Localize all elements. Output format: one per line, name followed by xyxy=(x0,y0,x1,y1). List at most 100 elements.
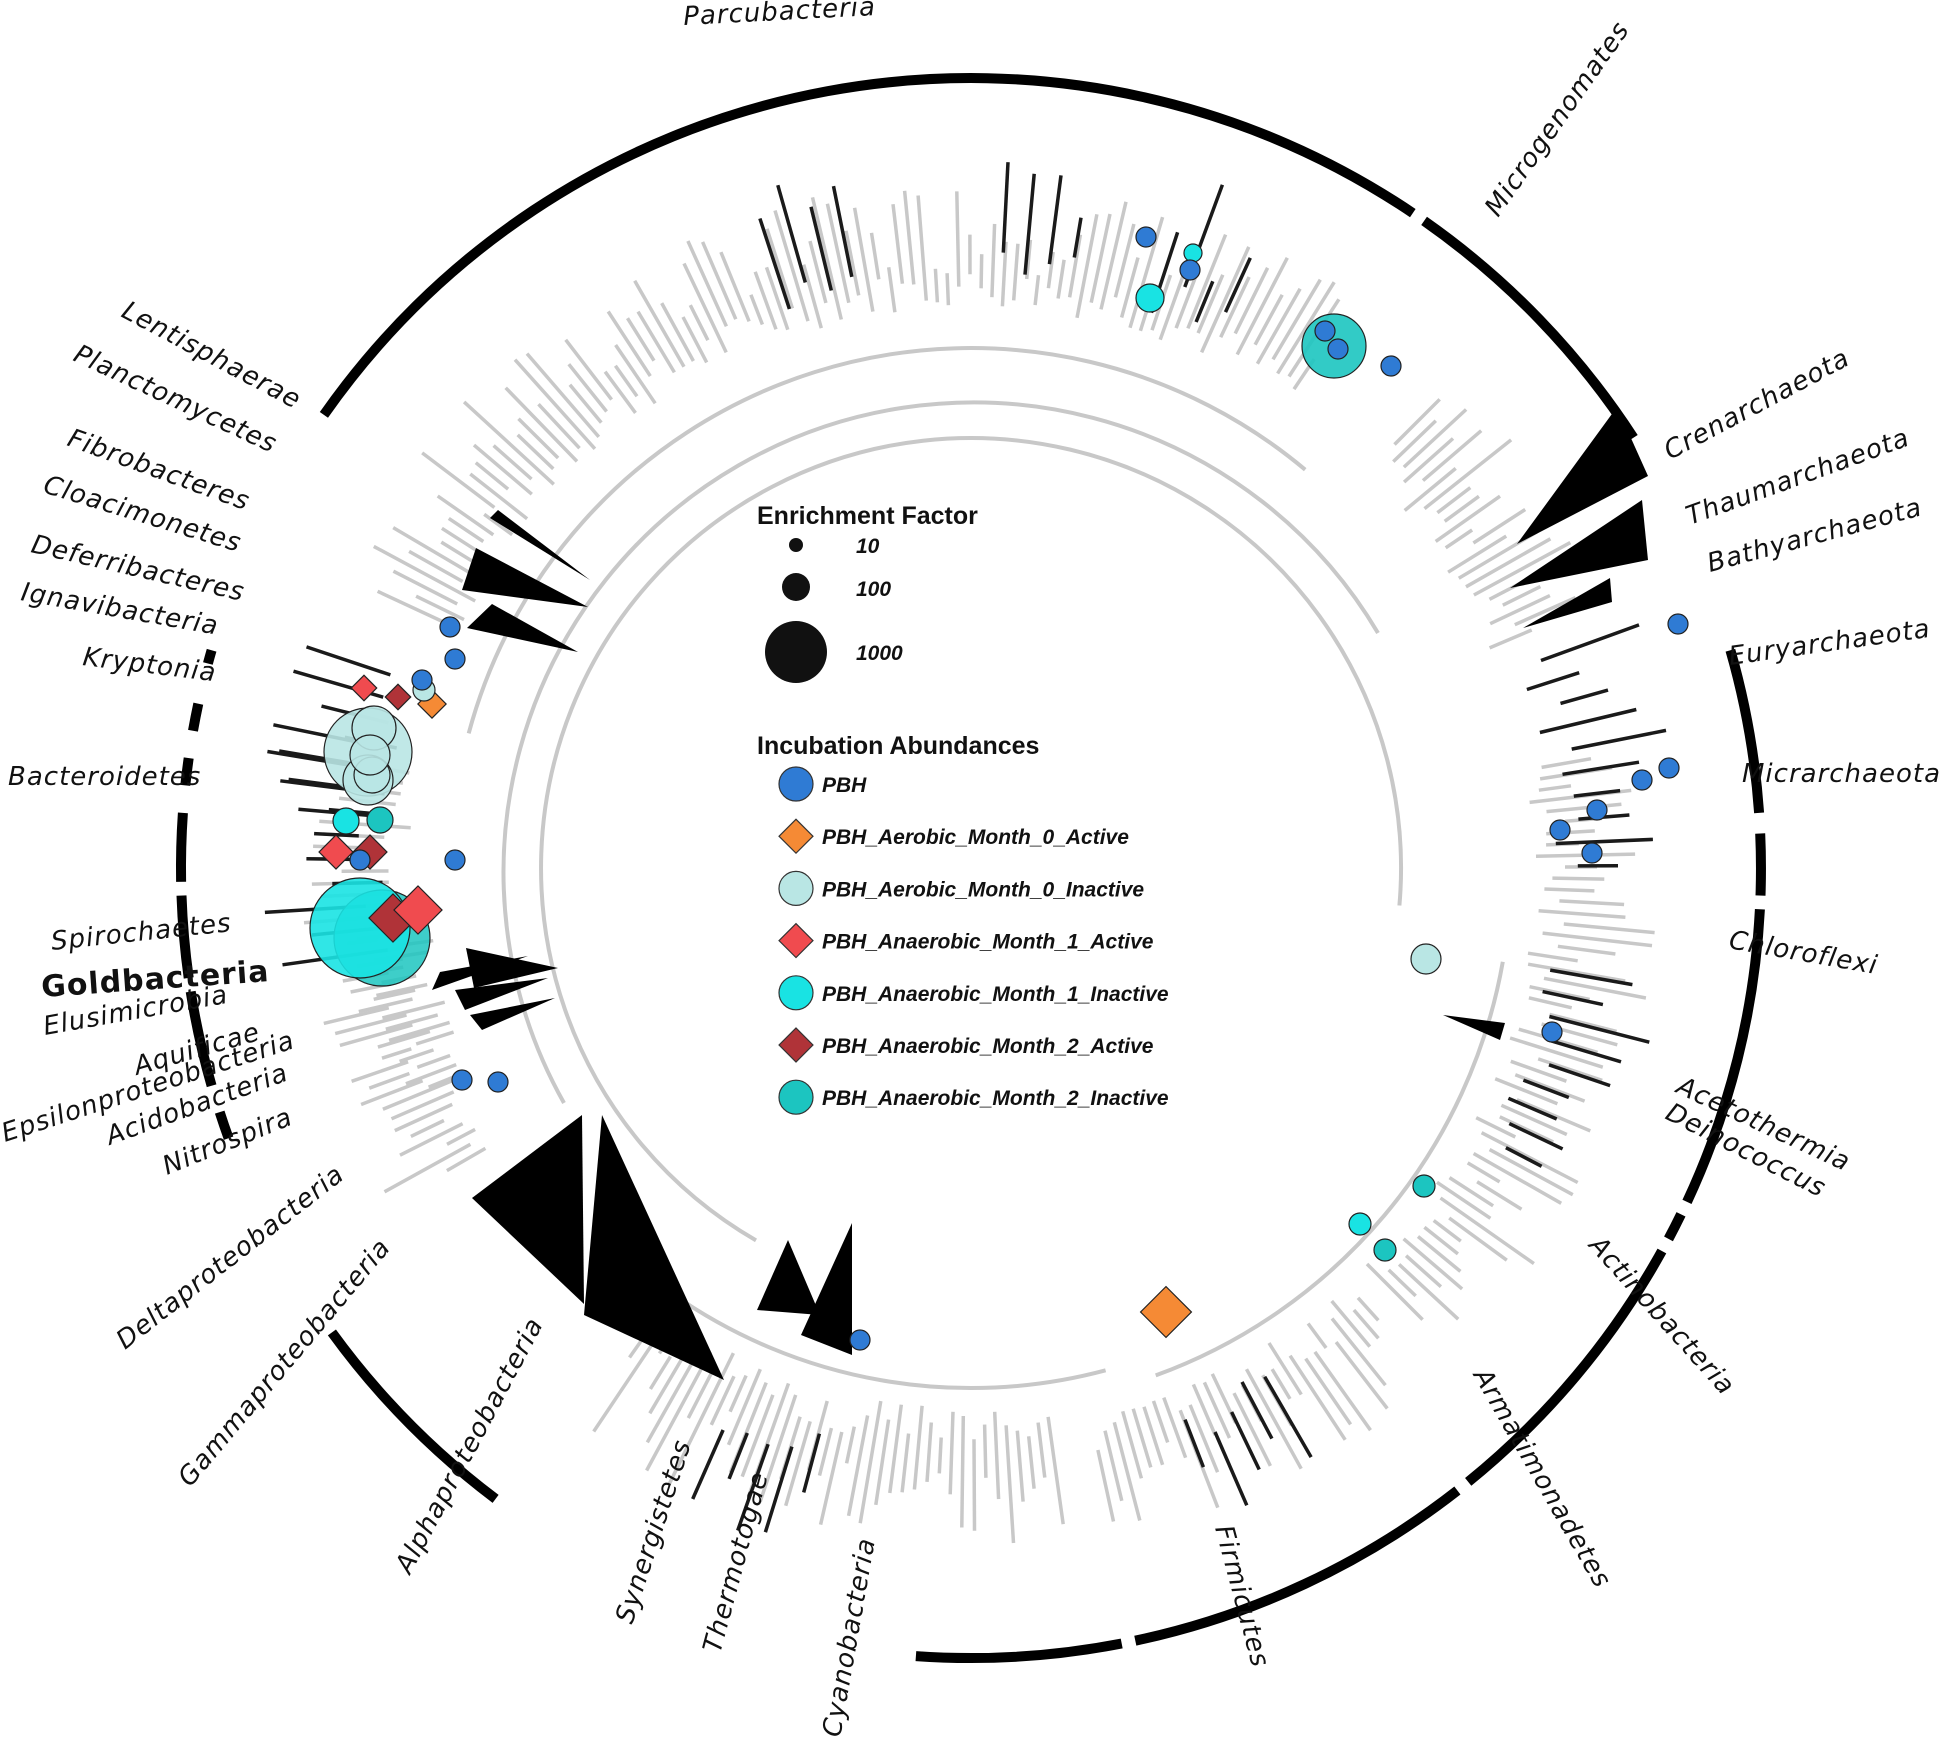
tree-branch xyxy=(886,267,897,313)
tree-branch xyxy=(1000,241,1008,307)
tree-branch xyxy=(1402,1237,1464,1291)
tree-branch xyxy=(377,1029,431,1049)
tree-branch xyxy=(1518,1027,1599,1055)
tree-branch xyxy=(564,338,613,401)
abundance-marker-incubation xyxy=(1412,1174,1436,1198)
tree-branch xyxy=(1514,1073,1586,1103)
tree-branch xyxy=(1529,984,1590,1002)
tree-branch xyxy=(1131,1408,1153,1468)
tree-branch xyxy=(1387,1268,1417,1298)
abundance-marker-incubation xyxy=(1135,283,1165,313)
abundance-marker-diamond xyxy=(1139,1285,1193,1339)
tree-branch xyxy=(567,363,608,413)
clade-range-arc xyxy=(1755,833,1766,896)
clade-range-arc xyxy=(1725,648,1765,814)
tree-branch xyxy=(1397,1263,1460,1321)
highlighted-branch xyxy=(727,1432,749,1480)
tree-branch xyxy=(818,1431,844,1525)
tree-branch xyxy=(749,294,765,326)
tree-branch xyxy=(1443,494,1480,523)
tree-branch xyxy=(339,1023,413,1048)
tree-branch xyxy=(753,271,778,330)
tree-branch xyxy=(1472,508,1527,545)
tree-branch xyxy=(1421,429,1483,482)
tree-branch xyxy=(626,317,656,362)
tree-branch xyxy=(912,1405,924,1490)
tree-branch xyxy=(1546,802,1622,814)
tree-branch xyxy=(376,589,447,625)
tree-branch xyxy=(1404,1254,1443,1289)
tree-branch xyxy=(982,1424,988,1478)
abundance-marker-pbh xyxy=(1658,757,1680,779)
tree-branch xyxy=(516,433,555,471)
tree-branch xyxy=(1472,1151,1563,1205)
abundance-marker-incubation xyxy=(1183,243,1203,263)
tree-branch xyxy=(925,1422,934,1483)
clade-range-arc xyxy=(1664,1212,1686,1242)
highlighted-branch xyxy=(1562,760,1640,777)
tree-branch xyxy=(1099,201,1128,310)
tree-branch xyxy=(513,358,597,450)
tree-branch xyxy=(446,1146,487,1173)
tree-branch xyxy=(1253,293,1284,346)
highlighted-branch xyxy=(1507,1096,1558,1121)
tree-branch xyxy=(1448,1176,1495,1208)
clade-label-micrarchaeota: Micrarchaeota xyxy=(1742,759,1941,789)
highlighted-branch xyxy=(1560,688,1609,706)
collapsed-clade-triangle xyxy=(466,948,558,988)
legend-swatch-pbh-anaerobic-month-1-inactive xyxy=(778,975,814,1011)
tree-branch xyxy=(955,191,961,287)
tree-branch xyxy=(1416,1235,1462,1273)
collapsed-clade-triangle xyxy=(757,1240,820,1315)
tree-branch xyxy=(888,1404,904,1494)
legend-swatch-pbh-anaerobic-month-2-inactive xyxy=(778,1079,814,1115)
clade-label-crenarchaeota: Crenarchaeota xyxy=(1659,343,1855,466)
tree-branch xyxy=(1004,1425,1016,1544)
tree-branch xyxy=(1276,281,1336,375)
tree-branch xyxy=(1448,1216,1508,1262)
tree-branch xyxy=(709,1375,736,1426)
tree-branch xyxy=(1024,239,1033,280)
tree-branch xyxy=(1434,494,1502,543)
tree-branch xyxy=(1142,1406,1165,1466)
abundance-marker-pbh xyxy=(1179,259,1201,281)
abundance-markers xyxy=(309,226,1689,1351)
tree-branch xyxy=(1202,1381,1232,1439)
tree-branch xyxy=(1046,1416,1065,1525)
tree-branch xyxy=(874,1419,891,1506)
tree-branch xyxy=(1089,213,1112,303)
collapsed-clade-triangle xyxy=(472,1115,584,1304)
tree-branch xyxy=(1393,398,1441,446)
abundance-marker-pbh xyxy=(1586,799,1608,821)
tree-branch xyxy=(852,207,875,312)
tree-branch xyxy=(1527,962,1626,983)
tree-branch xyxy=(613,364,639,398)
legend-swatch-pbh-anaerobic-month-2-active xyxy=(778,1027,814,1063)
tree-branch xyxy=(1112,1421,1142,1521)
tree-branch xyxy=(351,1060,409,1083)
tree-branch xyxy=(415,594,465,622)
tree-branch xyxy=(504,386,579,463)
tree-branch xyxy=(1267,1342,1303,1396)
tree-branch xyxy=(606,310,652,378)
highlighted-branch xyxy=(691,1429,725,1500)
abundance-marker-pbh xyxy=(1667,613,1689,635)
tree-branch xyxy=(900,1433,911,1493)
tree-branch xyxy=(1334,1341,1389,1410)
clade-range-arc xyxy=(1682,909,1765,1205)
tree-branch xyxy=(933,268,940,303)
tree-branch xyxy=(421,451,496,509)
legend-label-pbh-anaerobic-month-2-active: PBH_Anaerobic_Month_2_Active xyxy=(822,1035,1154,1058)
tree-branch xyxy=(817,1427,834,1477)
clade-range-arc xyxy=(214,1110,234,1140)
tree-branch xyxy=(1476,1180,1523,1211)
tree-branch xyxy=(681,316,709,364)
tree-branch xyxy=(728,1374,748,1413)
tree-branch xyxy=(1552,876,1605,881)
tree-branch xyxy=(373,988,416,1002)
collapsed-clade-triangle xyxy=(462,548,588,607)
tree-branch xyxy=(1436,486,1472,515)
legend-label-pbh-anaerobic-month-1-active: PBH_Anaerobic_Month_1_Active xyxy=(822,931,1154,954)
highlighted-branch xyxy=(1548,1014,1650,1044)
highlighted-branch xyxy=(1047,175,1063,265)
